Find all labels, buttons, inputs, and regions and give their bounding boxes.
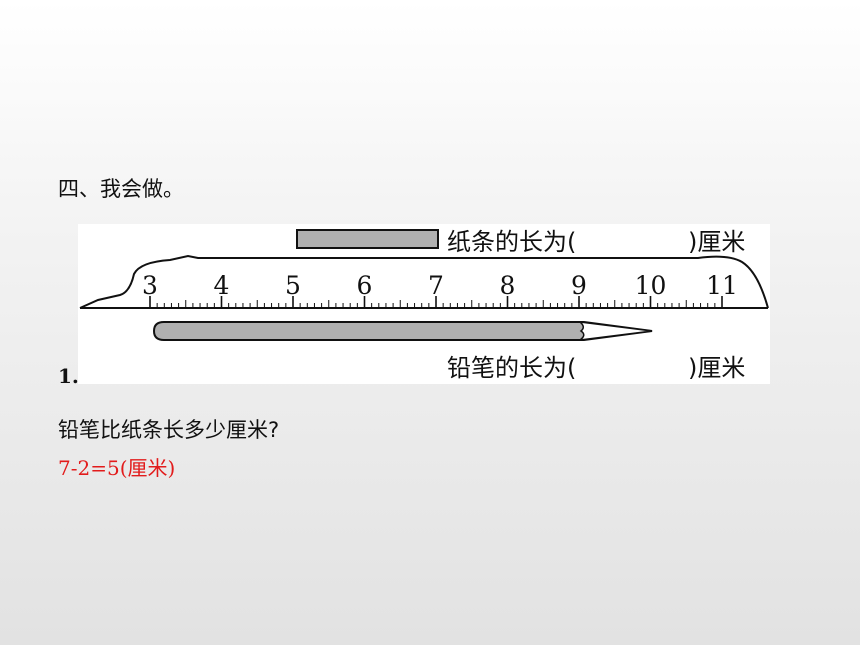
ruler-diagram: 纸条的长为( )厘米 3 4 5 6 7 8 9 10 11 铅笔的长为( )厘米: [79, 224, 769, 384]
question-number: 1.: [58, 364, 79, 388]
ruler-tick-label: 6: [357, 271, 373, 300]
ruler-tick-label: 9: [571, 271, 587, 300]
ruler-tick-label: 5: [285, 271, 301, 300]
section-title: 四、我会做。: [58, 177, 184, 201]
ruler-outline: [79, 254, 769, 309]
question-text: 铅笔比纸条长多少厘米?: [58, 418, 280, 442]
ruler-tick-label: 4: [214, 271, 230, 300]
ruler-tick-label: 10: [635, 271, 667, 300]
ruler-tick-labels: 3 4 5 6 7 8 9 10 11: [142, 271, 738, 300]
pencil-label: 铅笔的长为(: [447, 354, 576, 382]
answer-blank-top: [640, 224, 672, 266]
paper-label: 纸条的长为(: [447, 228, 576, 256]
pencil-tip: [577, 320, 653, 341]
pencil-unit-label: )厘米: [688, 354, 745, 382]
answer-text: 7-2=5(厘米): [58, 456, 176, 480]
ruler-tick-label: 11: [706, 271, 738, 300]
ruler-tick-label: 7: [428, 271, 444, 300]
pencil-body: [152, 321, 653, 341]
ruler-figure: 纸条的长为( )厘米 3 4 5 6 7 8 9 10 11 铅笔的长为( )厘米: [78, 224, 770, 384]
ruler-ticks: [149, 296, 723, 308]
paper-unit-label: )厘米: [688, 228, 745, 256]
paper-strip: [296, 229, 439, 249]
ruler-tick-label: 3: [142, 271, 158, 300]
answer-blank-bottom: [640, 342, 672, 384]
ruler-tick-label: 8: [500, 271, 516, 300]
